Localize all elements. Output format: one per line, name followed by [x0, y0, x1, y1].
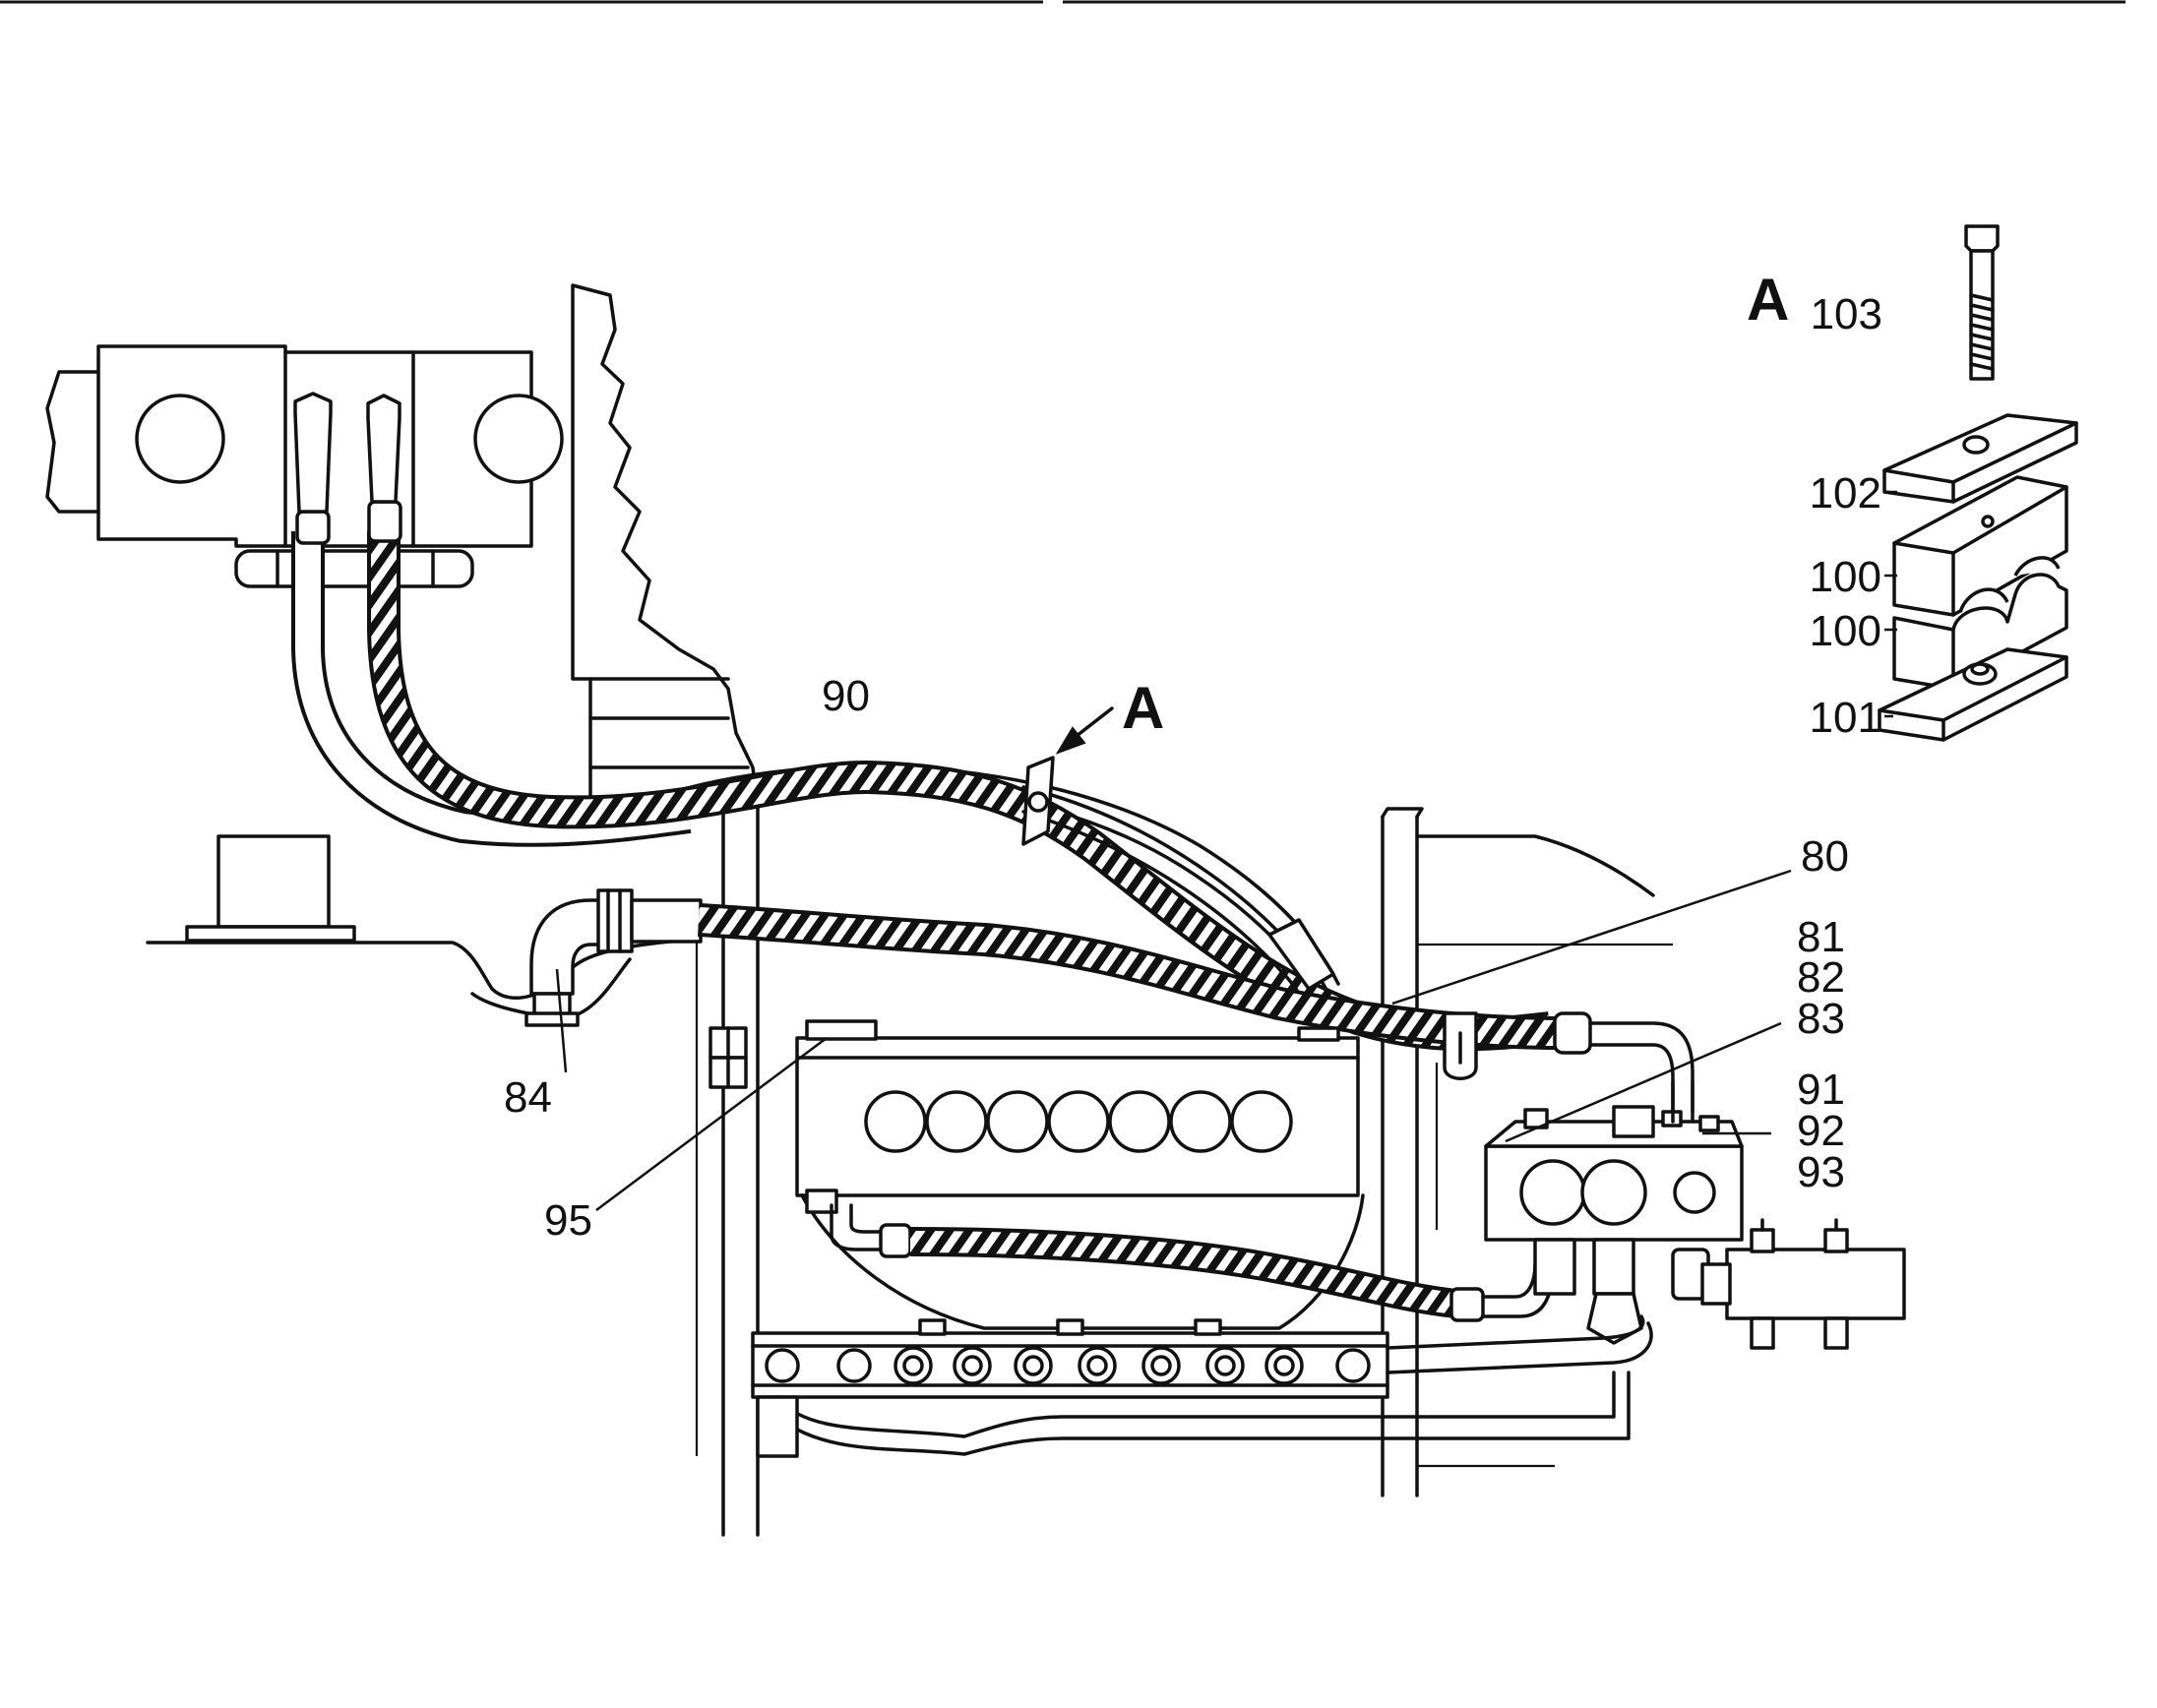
distribution-rail [751, 1314, 1653, 1458]
sheath-end-fitting [1267, 918, 1335, 991]
callout-101: 101 [1810, 694, 1881, 742]
callout-93: 93 [1797, 1148, 1845, 1196]
hose-clip [1443, 1011, 1478, 1080]
callout-100-upper: 100 [1810, 553, 1881, 601]
callout-81: 81 [1797, 913, 1845, 961]
hose-80 [524, 888, 1695, 1114]
frame-bracket-left [146, 834, 691, 1021]
pump-port-right [473, 394, 564, 484]
hydraulic-pump [45, 344, 564, 588]
cooler-block [795, 1019, 1365, 1330]
terminal-block [1700, 1218, 1906, 1350]
callout-102: 102 [1810, 469, 1881, 518]
callout-84: 84 [504, 1073, 552, 1122]
detail-a-clamp [1878, 224, 2078, 742]
engine-housing [571, 283, 760, 809]
callout-91: 91 [1797, 1066, 1845, 1114]
callout-83: 83 [1797, 995, 1845, 1043]
pump-port-left [135, 394, 225, 484]
rail-ports [765, 1346, 1371, 1385]
part-101-base-plate [1878, 647, 2068, 742]
callout-92: 92 [1797, 1107, 1845, 1155]
detail-a-title: A [1747, 267, 1789, 333]
cooler-ports [864, 1090, 1293, 1153]
view-arrow-a [1055, 706, 1114, 755]
callout-90: 90 [822, 672, 870, 720]
callout-80: 80 [1801, 832, 1849, 881]
callout-82: 82 [1797, 953, 1845, 1002]
callout-95: 95 [544, 1196, 592, 1245]
leader-lines [555, 490, 1897, 1212]
view-marker-a: A [1122, 675, 1164, 741]
part-100-clamp-upper [1892, 475, 2068, 617]
control-valve [1484, 1080, 1744, 1345]
sheath-tube-inner [1021, 810, 1306, 1004]
callout-100-lower: 100 [1810, 607, 1881, 655]
hose-clamp-a [1021, 756, 1055, 846]
part-103-bolt [1964, 224, 2000, 381]
hose-lower [830, 1203, 1555, 1322]
callout-103: 103 [1811, 290, 1882, 338]
